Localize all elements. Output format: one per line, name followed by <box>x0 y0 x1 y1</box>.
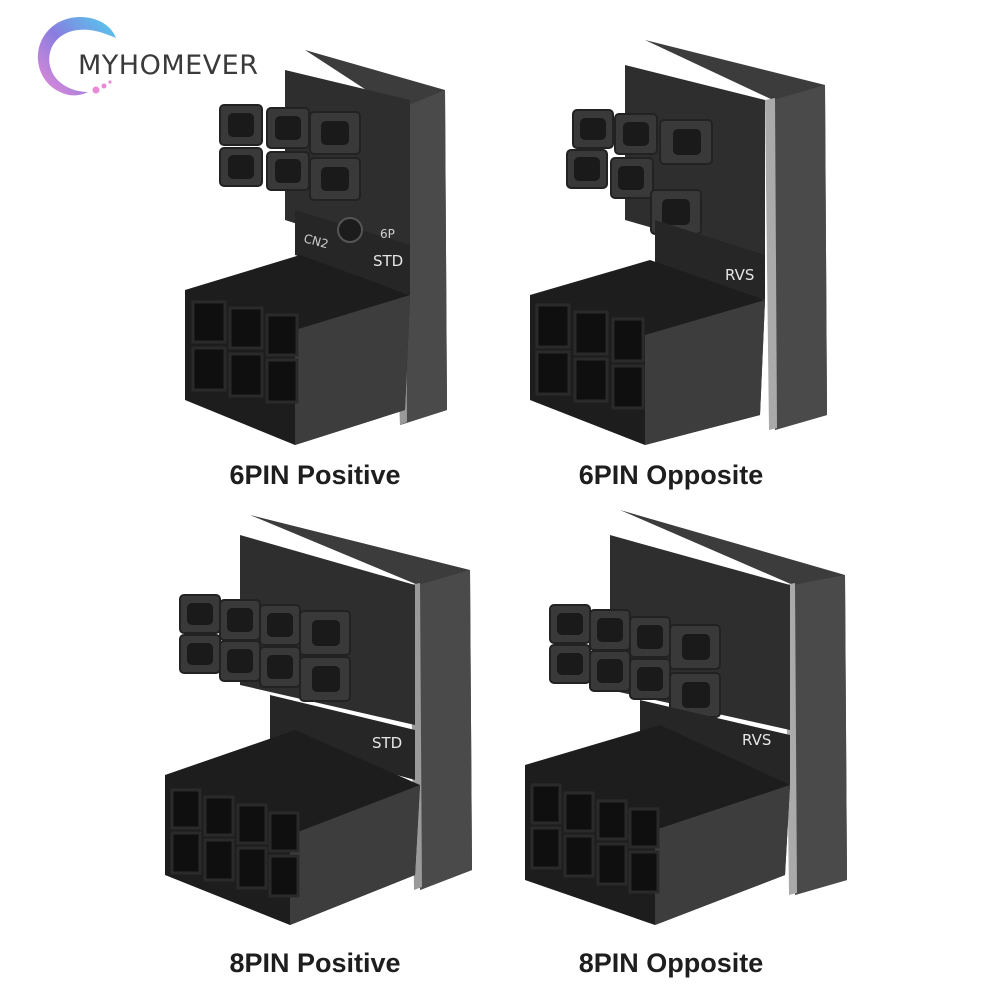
swirl-logo-icon <box>37 16 116 96</box>
caption-6pin-opposite: 6PIN Opposite <box>578 460 764 490</box>
side-label: RVS <box>725 266 754 284</box>
pin-label: 6P <box>380 227 395 241</box>
product-8pin-positive: STD <box>160 505 490 935</box>
caption-6pin-positive: 6PIN Positive <box>229 460 401 490</box>
product-8pin-opposite: RVS <box>520 505 850 935</box>
brand-name: MYHOMEVER <box>78 50 259 81</box>
side-label: STD <box>372 734 402 752</box>
caption-8pin-opposite: 8PIN Opposite <box>578 948 764 978</box>
conn-label: CN2 <box>302 231 330 251</box>
side-label: RVS <box>742 731 771 749</box>
connector-8pin-rvs-icon: RVS <box>525 510 847 925</box>
product-6pin-opposite: RVS <box>525 30 845 450</box>
connector-8pin-std-icon: STD <box>165 515 472 925</box>
product-6pin-positive: CN2 6P STD <box>175 30 495 450</box>
side-label: STD <box>373 252 403 270</box>
brand-logo: MYHOMEVER <box>18 8 298 103</box>
connector-6pin-rvs-icon: RVS <box>530 40 827 445</box>
caption-8pin-positive: 8PIN Positive <box>229 948 401 978</box>
connector-6pin-std-icon: CN2 6P STD <box>185 50 447 445</box>
